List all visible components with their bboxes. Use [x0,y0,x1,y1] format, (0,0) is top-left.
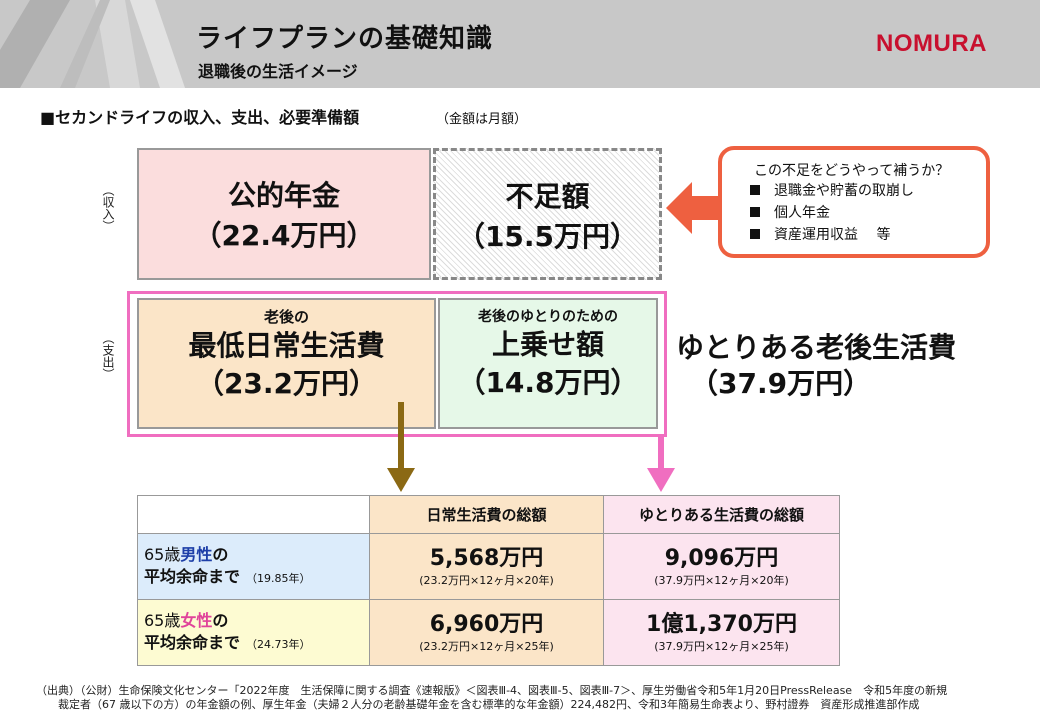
table-corner-cell [137,495,370,534]
female-daily-total-cell: 6,960万円 (23.2万円×12ヶ月×25年) [369,599,604,666]
source-note: （出典）（公財）生命保険文化センター「2022年度 生活保障に関する調査《速報版… [36,684,1026,712]
source-line-1: （出典）（公財）生命保険文化センター「2022年度 生活保障に関する調査《速報版… [36,684,948,697]
female-comfortable-total-cell: 1億1,370万円 (37.9万円×12ヶ月×25年) [603,599,840,666]
square-bullet-icon [750,185,760,195]
minimum-name: 最低日常生活費 [188,329,385,362]
callout-item: 資産運用収益 等 [750,224,986,246]
callout-item-text: 退職金や貯蓄の取崩し [774,183,914,199]
comfortable-total-header: ゆとりある生活費の総額 [603,495,840,534]
table-row: 65歳男性の 平均余命まで （19.85年） 5,568万円 (23.2万円×12… [137,533,840,600]
pink-down-arrow-icon [647,436,675,492]
pension-name: 公的年金 [227,179,340,212]
callout-question: この不足をどうやって補うか？ [754,163,950,179]
shortfall-callout: この不足をどうやって補うか？ 退職金や貯蓄の取崩し 個人年金 資産運用収益 等 [718,146,990,258]
row-years: （19.85年） [246,571,311,585]
source-line-2: 裁定者（67 歳以下の方）の年金額の例、厚生年金（夫婦２人分の老齢基礎年金を含む… [58,698,920,711]
row-age: 65歳 [144,544,181,564]
row-age: 65歳 [144,610,181,630]
cell-amount: 5,568万円 [429,545,544,571]
row-line2: 平均余命まで [144,632,241,652]
female-row-header: 65歳女性の 平均余命まで （24.73年） [137,599,370,666]
page-subtitle: 退職後の生活イメージ [198,62,358,81]
cell-amount: 6,960万円 [429,611,544,637]
extra-allowance-box: 老後のゆとりのための 上乗せ額 （14.8万円） [438,298,658,429]
page-title: ライフプランの基礎知識 [196,24,494,54]
shortfall-box: 不足額 （15.5万円） [433,148,662,280]
male-comfortable-total-cell: 9,096万円 (37.9万円×12ヶ月×20年) [603,533,840,600]
square-bullet-icon [750,229,760,239]
callout-item: 退職金や貯蓄の取崩し [750,180,986,202]
cell-formula: (23.2万円×12ヶ月×20年) [419,573,554,587]
cell-amount: 1億1,370万円 [646,611,797,637]
table-header-row: 日常生活費の総額 ゆとりある生活費の総額 [137,495,840,534]
comfortable-living-cost-amount: （37.9万円） [690,367,872,400]
male-row-header: 65歳男性の 平均余命まで （19.85年） [137,533,370,600]
extra-amount: （14.8万円） [457,366,639,399]
public-pension-box: 公的年金 （22.4万円） [137,148,431,280]
shortfall-name: 不足額 [505,180,590,213]
row-gender-male: 男性 [180,544,213,564]
comfortable-living-cost-label: ゆとりある老後生活費 [676,331,957,364]
income-side-label: （収入） [101,184,115,232]
shortfall-amount: （15.5万円） [456,220,639,253]
row-gender-female: 女性 [180,610,213,630]
header-bar: ライフプランの基礎知識 退職後の生活イメージ NOMURA [0,0,1040,88]
callout-item-text: 資産運用収益 等 [774,227,891,243]
cell-formula: (23.2万円×12ヶ月×25年) [419,639,554,653]
row-particle: の [212,610,229,630]
section-title: ■セカンドライフの収入、支出、必要準備額 [40,108,360,127]
minimum-amount: （23.2万円） [195,367,378,400]
extra-pre-label: 老後のゆとりのための [478,309,618,325]
minimum-pre-label: 老後の [263,308,309,326]
nomura-logo: NOMURA [876,30,987,57]
pension-amount: （22.4万円） [193,219,375,252]
row-line2: 平均余命まで [144,566,241,586]
header-stripe-decoration [0,0,185,88]
male-daily-total-cell: 5,568万円 (23.2万円×12ヶ月×20年) [369,533,604,600]
minimum-living-cost-box: 老後の 最低日常生活費 （23.2万円） [137,298,436,429]
table-row: 65歳女性の 平均余命まで （24.73年） 6,960万円 (23.2万円×12… [137,599,840,666]
callout-item-text: 個人年金 [774,205,830,221]
expense-side-label: （支出） [101,332,115,380]
arrow-left-icon [666,182,722,234]
callout-item: 個人年金 [750,202,986,224]
row-particle: の [212,544,229,564]
square-bullet-icon [750,207,760,217]
cell-amount: 9,096万円 [664,545,779,571]
cell-formula: (37.9万円×12ヶ月×25年) [654,639,789,653]
extra-name: 上乗せ額 [491,328,604,361]
section-note: （金額は月額） [436,112,528,127]
lifetime-cost-table: 日常生活費の総額 ゆとりある生活費の総額 65歳男性の 平均余命まで（19.85… [137,495,840,666]
cell-formula: (37.9万円×12ヶ月×20年) [654,573,789,587]
row-years: （24.73年） [246,637,311,651]
comfortable-living-frame [127,291,667,437]
daily-total-header: 日常生活費の総額 [369,495,604,534]
